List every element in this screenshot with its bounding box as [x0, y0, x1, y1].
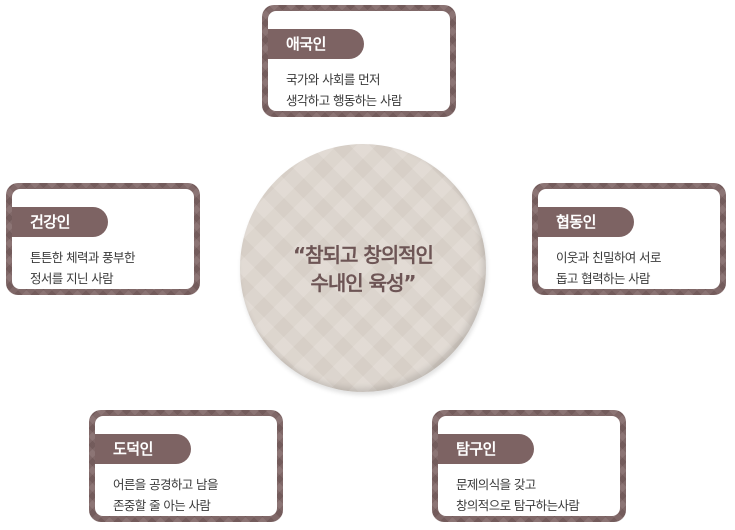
- card-description: 어른을 공경하고 남을 존중할 줄 아는 사람: [113, 474, 271, 516]
- card-description-line1: 국가와 사회를 먼저: [286, 72, 381, 87]
- card-description: 튼튼한 체력과 풍부한 정서를 지닌 사람: [30, 247, 188, 289]
- card-description-line1: 어른을 공경하고 남을: [113, 477, 218, 492]
- card-description-line2: 정서를 지닌 사람: [30, 271, 114, 286]
- center-slogan-line1: “참되고 창의적인: [293, 243, 434, 267]
- card-body: 협동인 이웃과 친밀하여 서로 돕고 협력하는 사람: [538, 189, 720, 289]
- card-cooperative: 협동인 이웃과 친밀하여 서로 돕고 협력하는 사람: [532, 183, 726, 295]
- card-healthy: 건강인 튼튼한 체력과 풍부한 정서를 지닌 사람: [6, 183, 200, 295]
- card-title: 건강인: [12, 207, 108, 237]
- card-title: 탐구인: [438, 434, 534, 464]
- card-description-line2: 존중할 줄 아는 사람: [113, 498, 211, 513]
- card-description-line1: 문제의식을 갖고: [456, 477, 536, 492]
- card-description-line1: 튼튼한 체력과 풍부한: [30, 250, 135, 265]
- card-body: 건강인 튼튼한 체력과 풍부한 정서를 지닌 사람: [12, 189, 194, 289]
- card-body: 애국인 국가와 사회를 먼저 생각하고 행동하는 사람: [268, 11, 450, 111]
- card-title: 도덕인: [95, 434, 191, 464]
- card-title: 협동인: [538, 207, 634, 237]
- card-description-line1: 이웃과 친밀하여 서로: [556, 250, 661, 265]
- center-slogan: “참되고 창의적인 수내인 육성”: [293, 241, 434, 297]
- card-description: 이웃과 친밀하여 서로 돕고 협력하는 사람: [556, 247, 714, 289]
- card-patriot: 애국인 국가와 사회를 먼저 생각하고 행동하는 사람: [262, 5, 456, 117]
- center-circle: “참되고 창의적인 수내인 육성”: [240, 144, 486, 392]
- card-body: 탐구인 문제의식을 갖고 창의적으로 탐구하는사람: [438, 416, 620, 516]
- card-description-line2: 창의적으로 탐구하는사람: [456, 498, 580, 513]
- card-inquirer: 탐구인 문제의식을 갖고 창의적으로 탐구하는사람: [432, 410, 626, 522]
- card-title: 애국인: [268, 29, 364, 59]
- card-description: 문제의식을 갖고 창의적으로 탐구하는사람: [456, 474, 614, 516]
- card-description-line2: 돕고 협력하는 사람: [556, 271, 651, 286]
- card-moral: 도덕인 어른을 공경하고 남을 존중할 줄 아는 사람: [89, 410, 283, 522]
- card-body: 도덕인 어른을 공경하고 남을 존중할 줄 아는 사람: [95, 416, 277, 516]
- card-description-line2: 생각하고 행동하는 사람: [286, 93, 402, 108]
- card-description: 국가와 사회를 먼저 생각하고 행동하는 사람: [286, 69, 444, 111]
- center-slogan-line2: 수내인 육성”: [310, 271, 416, 295]
